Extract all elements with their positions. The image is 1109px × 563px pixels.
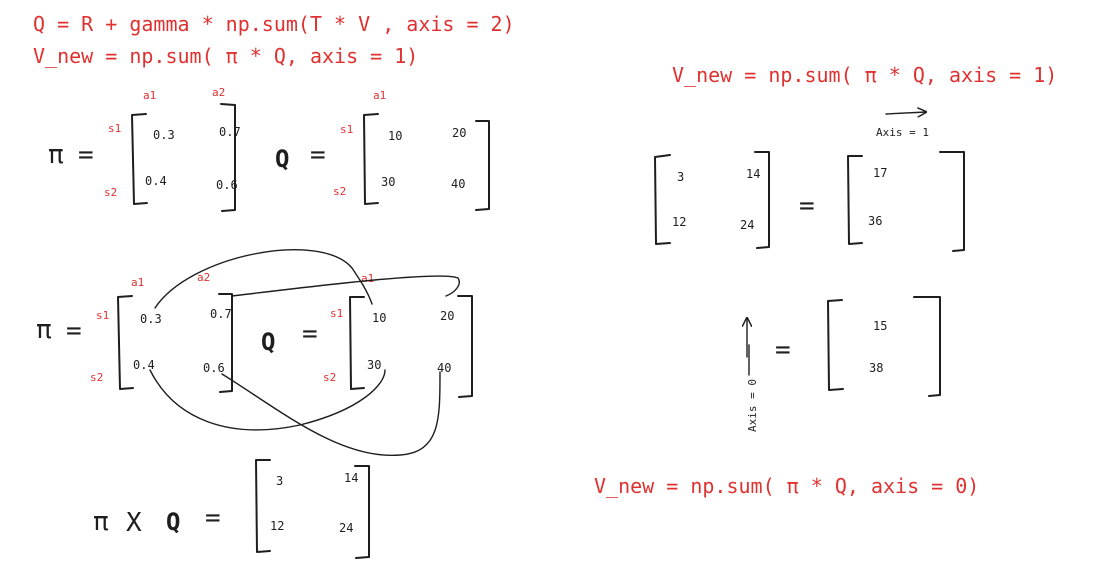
matrix-bracket-right: [218, 293, 233, 393]
result-cell-axis0: 38: [869, 361, 883, 375]
matrix-cell: 3: [677, 170, 684, 184]
matrix-cell: 0.4: [145, 174, 167, 188]
matrix-bracket-right: [220, 103, 236, 212]
label-a1-pi-mid: a1: [131, 276, 144, 289]
matrix-cell: 10: [388, 129, 402, 143]
formula-v-new-axis0: V_new = np.sum( π * Q, axis = 0): [594, 474, 979, 498]
pi-symbol-top: π: [48, 140, 64, 170]
matrix-cell: 30: [381, 175, 395, 189]
equals-sign-top-pi: =: [78, 140, 94, 170]
matrix-bracket-left: [117, 295, 134, 390]
matrix-cell: 40: [437, 361, 451, 375]
matrix-cell: 0.6: [216, 178, 238, 192]
matrix-cell: 14: [746, 167, 760, 181]
matrix-cell: 40: [451, 177, 465, 191]
matrix-cell: 0.4: [133, 358, 155, 372]
matrix-bracket-right: [939, 151, 965, 252]
pi-symbol-bottom: π: [93, 507, 109, 537]
label-s1-pi-mid: s1: [96, 309, 109, 322]
label-s1-q-mid: s1: [330, 307, 343, 320]
matrix-cell: 0.3: [153, 128, 175, 142]
formula-q-update: Q = R + gamma * np.sum(T * V , axis = 2): [33, 12, 515, 36]
equals-sign-top-q: =: [310, 140, 326, 170]
formula-v-new-axis1-right: V_new = np.sum( π * Q, axis = 1): [672, 63, 1057, 87]
matrix-bracket-right: [354, 465, 370, 559]
matrix-bracket-left: [349, 296, 365, 390]
label-s2-q-top: s2: [333, 185, 346, 198]
equals-sign-axis1: =: [799, 191, 815, 221]
matrix-cell: 0.3: [140, 312, 162, 326]
matrix-cell: 0.6: [203, 361, 225, 375]
equals-sign-mid-q: =: [302, 319, 318, 349]
pi-symbol-mid: π: [36, 315, 52, 345]
result-cell-axis1: 17: [873, 166, 887, 180]
equals-sign-mid-pi: =: [66, 316, 82, 346]
matrix-cell: 30: [367, 358, 381, 372]
matrix-bracket-left: [827, 299, 844, 391]
connector-curve: [154, 249, 373, 309]
label-a1-pi-top: a1: [143, 89, 156, 102]
axis0-label: Axis = 0: [746, 379, 759, 432]
equals-sign-bottom: =: [205, 503, 221, 533]
formula-v-new-axis1-left: V_new = np.sum( π * Q, axis = 1): [33, 44, 418, 68]
matrix-bracket-left: [363, 113, 379, 205]
matrix-cell: 3: [276, 474, 283, 488]
matrix-cell: 20: [452, 126, 466, 140]
matrix-cell: 0.7: [210, 307, 232, 321]
label-a2-pi-mid: a2: [197, 271, 210, 284]
q-symbol-mid: Q: [261, 328, 275, 356]
label-a1-q-top: a1: [373, 89, 386, 102]
label-a2-pi-top: a2: [212, 86, 225, 99]
label-s1-q-top: s1: [340, 123, 353, 136]
connector-curve: [231, 275, 460, 297]
q-symbol-bottom: Q: [166, 508, 180, 536]
matrix-bracket-left: [131, 113, 148, 205]
matrix-bracket-left: [847, 155, 863, 245]
matrix-bracket-right: [913, 296, 941, 397]
connector-curve: [149, 369, 386, 431]
result-cell-axis0: 15: [873, 319, 887, 333]
label-s1-pi-top: s1: [108, 122, 121, 135]
matrix-cell: 12: [672, 215, 686, 229]
axis1-arrow: [885, 112, 926, 114]
result-cell-axis1: 36: [868, 214, 882, 228]
axis1-label: Axis = 1: [876, 126, 929, 139]
matrix-cell: 24: [740, 218, 754, 232]
label-s2-pi-top: s2: [104, 186, 117, 199]
label-s2-pi-mid: s2: [90, 371, 103, 384]
connector-curve: [221, 371, 441, 456]
matrix-bracket-left: [654, 154, 671, 245]
matrix-cell: 12: [270, 519, 284, 533]
matrix-cell: 0.7: [219, 125, 241, 139]
matrix-cell: 10: [372, 311, 386, 325]
matrix-cell: 14: [344, 471, 358, 485]
matrix-bracket-right: [475, 120, 490, 211]
times-symbol: X: [126, 508, 142, 538]
label-a1-q-mid: a1: [361, 272, 374, 285]
matrix-cell: 20: [440, 309, 454, 323]
equals-sign-axis0: =: [775, 335, 791, 365]
q-symbol-top: Q: [275, 145, 289, 173]
matrix-bracket-right: [754, 151, 770, 249]
matrix-cell: 24: [339, 521, 353, 535]
label-s2-q-mid: s2: [323, 371, 336, 384]
matrix-bracket-left: [255, 459, 271, 553]
matrix-bracket-right: [457, 295, 473, 398]
